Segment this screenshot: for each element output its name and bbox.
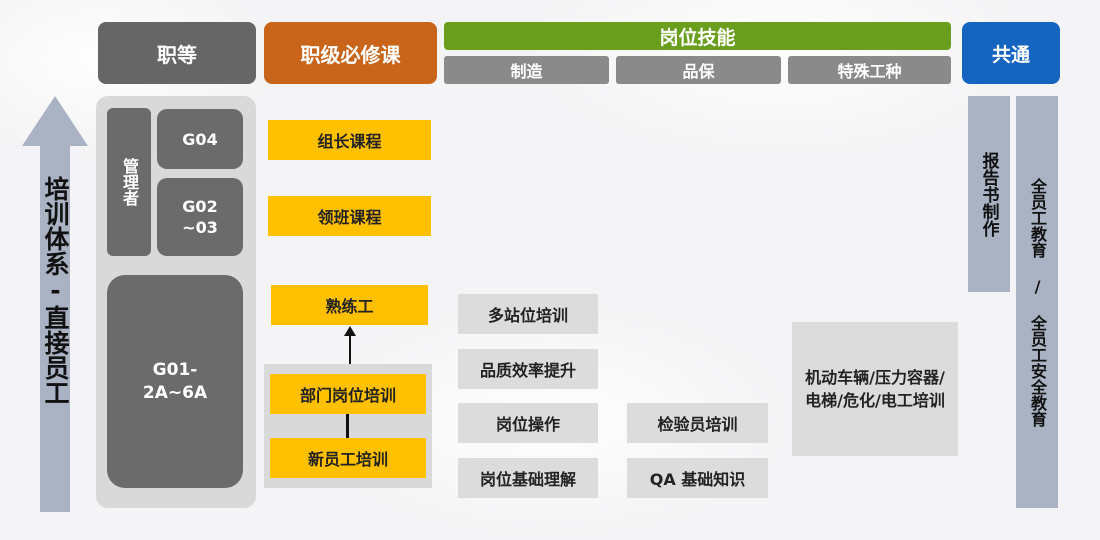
common-header: 共通 xyxy=(962,22,1060,84)
rank-g02-03: G02 ~03 xyxy=(157,178,243,256)
course-skilled-worker: 熟练工 xyxy=(271,285,428,325)
course-shift-lead: 领班课程 xyxy=(268,196,431,236)
mfg-multi-station: 多站位培训 xyxy=(458,294,598,334)
qa-basics: QA 基础知识 xyxy=(627,458,768,498)
rank-g02-line2: ~03 xyxy=(182,218,218,237)
skill-subheader-quality: 品保 xyxy=(616,56,781,84)
mfg-job-basics: 岗位基础理解 xyxy=(458,458,598,498)
course-leader: 组长课程 xyxy=(268,120,431,160)
report-writing: 报告书制作 xyxy=(968,96,1010,292)
mandatory-course-header: 职级必修课 xyxy=(264,22,437,84)
special-trades-training: 机动车辆/压力容器/电梯/危化/电工培训 xyxy=(792,322,958,456)
training-system-label: 培训体系-直接员工 xyxy=(41,175,70,405)
course-dept-training: 部门岗位培训 xyxy=(270,374,426,414)
job-skills-header: 岗位技能 xyxy=(444,22,951,50)
qa-inspector-training: 检验员培训 xyxy=(627,403,768,443)
upward-arrow-icon xyxy=(22,96,88,512)
rank-g04: G04 xyxy=(157,109,243,169)
skill-subheader-manufacturing: 制造 xyxy=(444,56,609,84)
rank-g01-line2: 2A~6A xyxy=(142,382,208,403)
rank-g01: G01- 2A~6A xyxy=(107,275,243,488)
mfg-quality-efficiency: 品质效率提升 xyxy=(458,349,598,389)
connector-line xyxy=(346,414,349,438)
rank-g02-line1: G02 xyxy=(182,197,218,216)
skill-subheader-special: 特殊工种 xyxy=(788,56,951,84)
rank-header: 职等 xyxy=(98,22,256,84)
rank-g01-line1: G01- xyxy=(152,359,198,380)
mfg-job-operation: 岗位操作 xyxy=(458,403,598,443)
course-new-hire: 新员工培训 xyxy=(270,438,426,478)
manager-label: 管理者 xyxy=(107,108,151,256)
all-staff-education: 全员工教育 / 全员工安全教育 xyxy=(1016,96,1058,508)
progression-arrow-icon xyxy=(344,326,356,366)
